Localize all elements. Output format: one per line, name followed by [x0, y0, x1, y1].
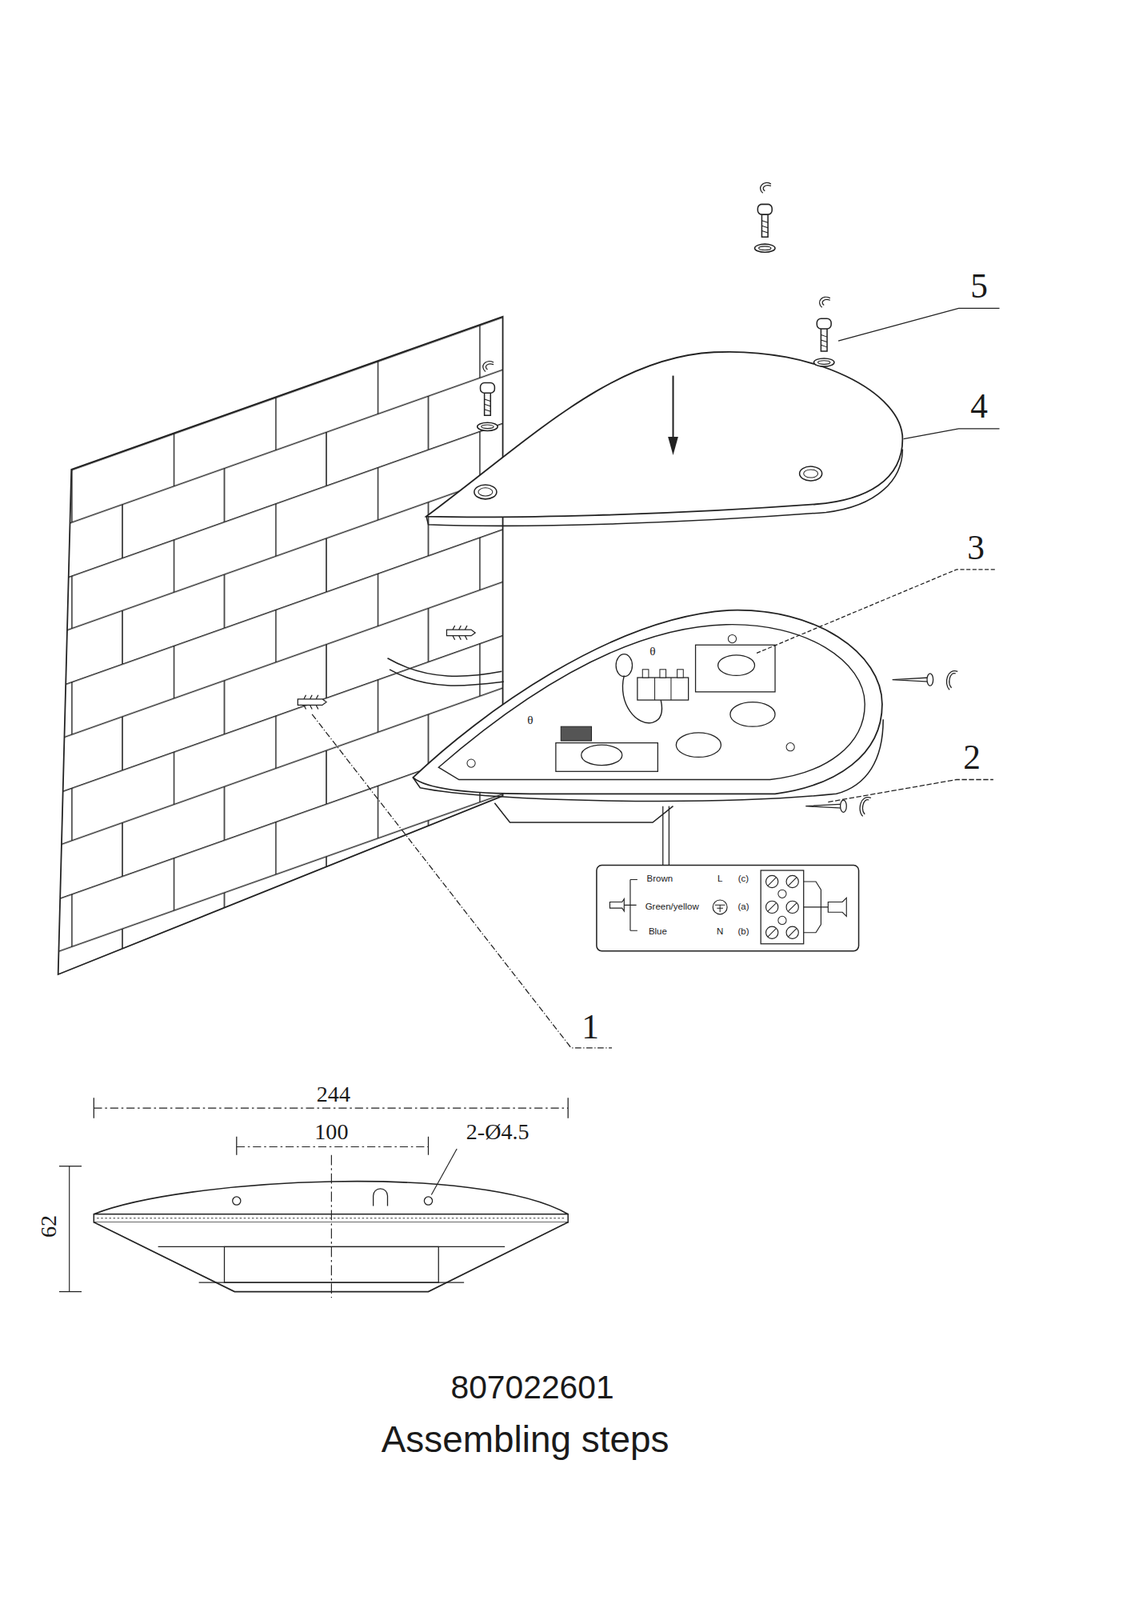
dimension-label: 244 — [315, 1082, 352, 1107]
callout-number: 3 — [965, 529, 987, 566]
callout-number: 4 — [968, 387, 990, 424]
terminal-label: N — [716, 927, 724, 938]
dimension-label: 62 — [36, 1213, 61, 1239]
angle-symbol: θ — [649, 644, 656, 657]
dimension-label: 2-Ø4.5 — [464, 1119, 532, 1144]
document-number: 807022601 — [450, 1370, 614, 1404]
wire-colour-label: Green/yellow — [645, 902, 700, 912]
terminal-label: (a) — [737, 902, 749, 912]
angle-symbol: θ — [527, 714, 533, 727]
wire-colour-label: Brown — [647, 874, 674, 884]
terminal-label: L — [717, 874, 723, 884]
dimension-label: 100 — [312, 1119, 350, 1144]
callout-number: 1 — [579, 1008, 601, 1045]
terminal-label: (b) — [737, 927, 749, 938]
callout-number: 2 — [961, 739, 983, 776]
wire-colour-label: Blue — [648, 927, 668, 938]
terminal-label: (c) — [738, 874, 749, 884]
callout-number: 5 — [968, 268, 990, 305]
caption: Assembling steps — [381, 1421, 670, 1459]
